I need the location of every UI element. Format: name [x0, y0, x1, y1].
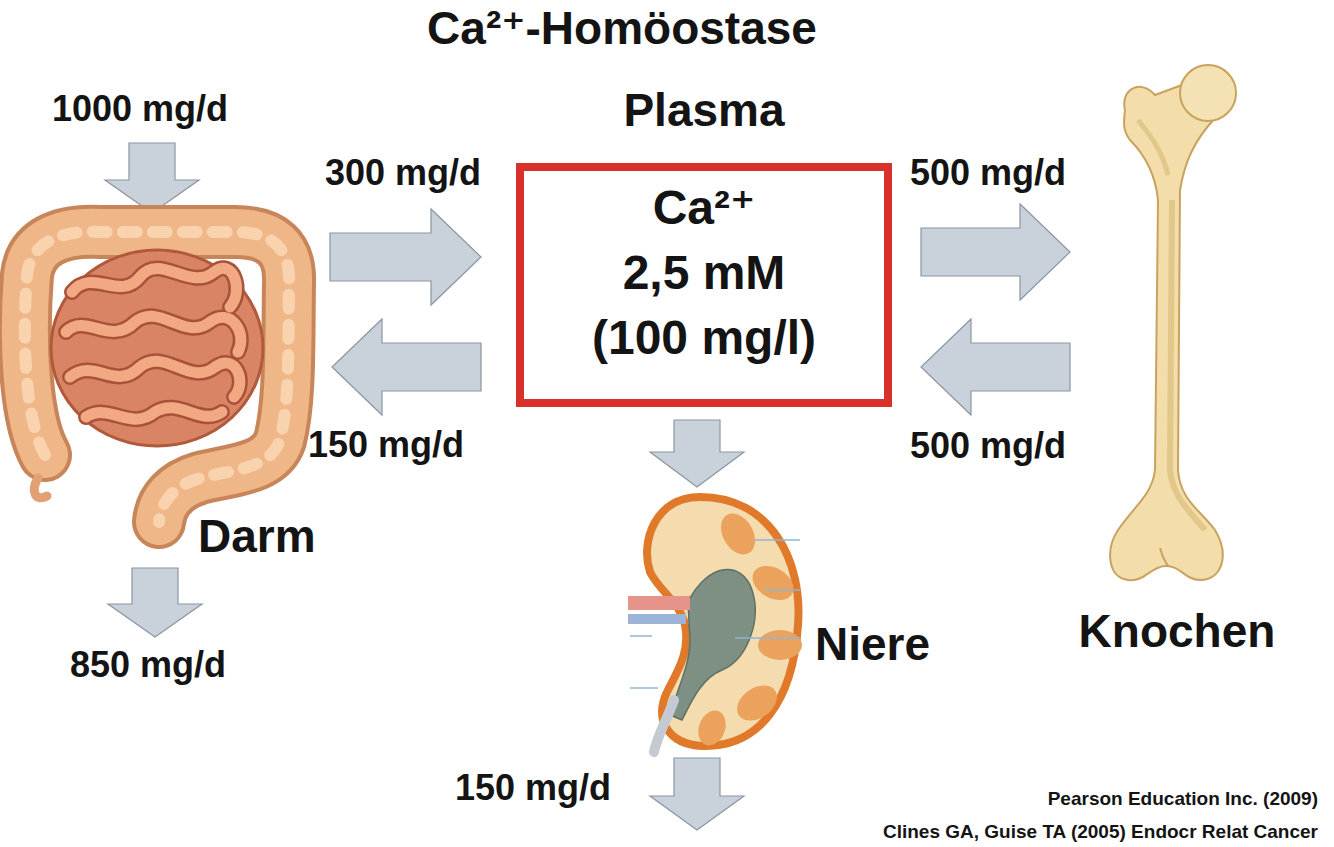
intestine-illustration: [86, 408, 222, 419]
kidney-illustration: [654, 700, 674, 752]
kidney-illustration: [628, 614, 686, 624]
concentration-value: 2,5 mM: [524, 240, 884, 305]
bone-organ: Knochen: [1075, 60, 1279, 660]
kidney-illustration: [630, 687, 658, 689]
flow-arrow: [921, 319, 1070, 415]
intestine-illustration: [66, 268, 241, 419]
flow-arrow: [921, 204, 1070, 300]
bone-illustration: [1170, 200, 1205, 530]
intestine-illustration: [25, 232, 289, 522]
bone-illustration: [1110, 82, 1223, 580]
excretion-amount: 150 mg/d: [455, 767, 611, 808]
compartment-heading: Plasma: [516, 84, 892, 163]
flow-arrow: [332, 319, 481, 415]
bone-illustration: [1160, 548, 1168, 566]
intestine-illustration: [72, 268, 237, 307]
ion-symbol: Ca²⁺: [524, 175, 884, 240]
concentration-value: (100 mg/l): [524, 305, 884, 370]
intestine-illustration: [66, 316, 241, 352]
intestine-illustration: [70, 361, 240, 397]
excretion-amount: 850 mg/d: [70, 644, 226, 685]
intestine-illustration: [25, 232, 289, 522]
excretion-arrow: [108, 568, 202, 637]
intestine-illustration: [66, 316, 241, 352]
kidney-illustration: [755, 539, 800, 541]
bone-illustration: [1180, 65, 1236, 121]
intestine-illustration: [34, 478, 47, 498]
flow-rate: 300 mg/d: [325, 152, 481, 193]
flow-rate: 150 mg/d: [308, 424, 464, 465]
kidney-illustration: [670, 569, 755, 720]
intestine-illustration: [72, 268, 237, 307]
flow-rate: 500 mg/d: [910, 425, 1066, 466]
excretion-arrow: [650, 758, 744, 830]
kidney-illustration: [628, 596, 690, 610]
organ-label: Darm: [198, 510, 316, 563]
kidney-organ: Niere: [625, 490, 945, 755]
diagram-title: Ca²⁺-Homöostase: [0, 2, 1244, 55]
intestine-illustration: [70, 361, 240, 397]
kidney-illustration: [730, 678, 783, 728]
kidney-illustration: [714, 507, 762, 560]
intake-amount: 1000 mg/d: [52, 88, 228, 129]
kidney-illustration: [694, 707, 731, 750]
compartment-border: Ca²⁺2,5 mM(100 mg/l): [516, 163, 892, 407]
flow-arrow: [650, 420, 744, 487]
kidney-illustration: [630, 635, 652, 637]
kidney-illustration: [758, 630, 802, 660]
plasma-compartment: PlasmaCa²⁺2,5 mM(100 mg/l): [516, 84, 892, 407]
intestine-organ: Darm: [0, 205, 325, 565]
intake-arrow: [105, 143, 199, 213]
kidney-illustration: [735, 637, 800, 639]
flow-rate: 500 mg/d: [910, 152, 1066, 193]
bone-illustration: [1110, 65, 1236, 580]
flow-arrow: [330, 209, 481, 305]
intestine-illustration: [51, 250, 263, 446]
source-citation: Pearson Education Inc. (2009): [1048, 788, 1318, 810]
source-citation: Clines GA, Guise TA (2005) Endocr Relat …: [883, 821, 1318, 843]
intestine-illustration: [86, 408, 222, 419]
kidney-illustration: [630, 540, 800, 688]
intestine-illustration: [25, 232, 289, 522]
kidney-illustration: [628, 497, 802, 752]
organ-label: Niere: [815, 618, 930, 671]
bone-illustration: [1138, 120, 1168, 175]
intestine-illustration: [25, 232, 289, 522]
organ-label: Knochen: [1075, 605, 1279, 658]
kidney-illustration: [765, 589, 800, 591]
